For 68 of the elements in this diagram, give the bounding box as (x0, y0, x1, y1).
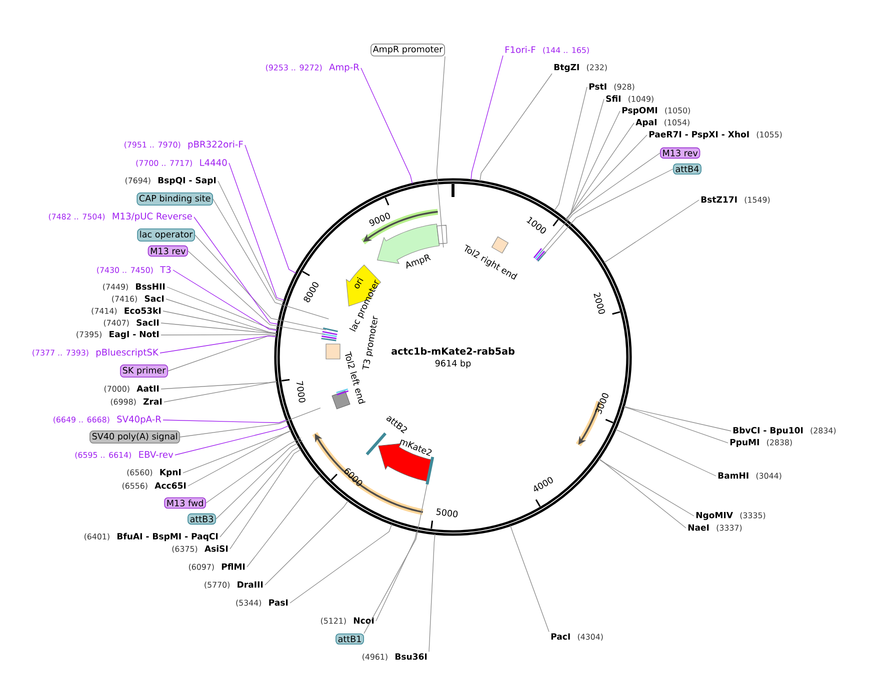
leader-line (194, 234, 326, 330)
leader-line (228, 162, 285, 301)
leader-line (216, 440, 303, 520)
leader-line (542, 168, 674, 256)
leader-line (166, 286, 278, 330)
tick-label: 9000 (369, 212, 390, 226)
leader-line (436, 56, 446, 248)
leader-line (160, 381, 278, 390)
plasmid-name: actc1b-mKate2-rab5ab (392, 347, 514, 355)
tick-label: 4000 (534, 477, 553, 492)
feature-tag: SV40 poly(A) signal (90, 430, 180, 444)
tick-label: 2000 (594, 292, 605, 314)
leader-line (160, 334, 277, 336)
leader-line (188, 430, 292, 486)
feature-name: AmpR (406, 254, 431, 269)
feature-name: Tol2 right end (464, 244, 518, 280)
leader-line (470, 55, 504, 180)
leader-line (230, 449, 302, 550)
feature-tag: M13 fwd (164, 497, 206, 509)
leader-line (244, 144, 296, 274)
leader-line (188, 250, 326, 335)
leader-line (376, 530, 417, 622)
leader-line (554, 86, 588, 211)
leader-line (480, 73, 552, 182)
leader-line (174, 425, 290, 456)
tick-label: 7000 (296, 381, 306, 402)
leader-line (565, 110, 620, 220)
leader-line (364, 484, 428, 634)
leader-line (604, 200, 700, 263)
leader-line (615, 429, 716, 476)
leader-line (194, 216, 278, 325)
leader-line (162, 420, 287, 424)
leader-line (598, 458, 694, 516)
tick-label: 3000 (595, 393, 608, 414)
leader-line (624, 406, 732, 432)
tick-label: 5000 (436, 508, 458, 518)
leader-line (539, 152, 660, 254)
leader-line (206, 437, 302, 504)
length-label: 9614 bp (435, 360, 471, 368)
feature-tag: attB1 (336, 633, 364, 645)
leader-line (598, 458, 686, 528)
leader-line (182, 430, 292, 474)
feature-tag: CAP binding site (136, 192, 213, 206)
leader-line (160, 336, 276, 354)
leader-line (624, 406, 728, 444)
leader-line (212, 198, 330, 320)
leader-line (218, 180, 284, 302)
leader-line (160, 322, 277, 334)
leader-line (510, 525, 550, 632)
leader-line (164, 381, 278, 402)
feature-tag: lac operator (137, 228, 195, 242)
leader-line (220, 446, 300, 538)
feature-tag: attB3 (188, 513, 216, 525)
feature-tag: M13 rev (660, 147, 700, 159)
leader-line (428, 534, 436, 652)
feature-tag: SK primer (120, 364, 168, 378)
leader-line (162, 310, 277, 334)
leader-line (264, 500, 348, 586)
feature-tag: attB4 (673, 163, 702, 175)
leader-line (566, 134, 648, 220)
leader-line (172, 270, 278, 331)
leader-line (290, 524, 392, 604)
leader-line (246, 475, 320, 568)
feature-tag: M13 rev (148, 245, 188, 257)
leader-line (180, 408, 321, 438)
feature-tag: AmpR promoter (370, 44, 445, 56)
leader-line (360, 68, 413, 184)
leader-line (166, 298, 277, 334)
